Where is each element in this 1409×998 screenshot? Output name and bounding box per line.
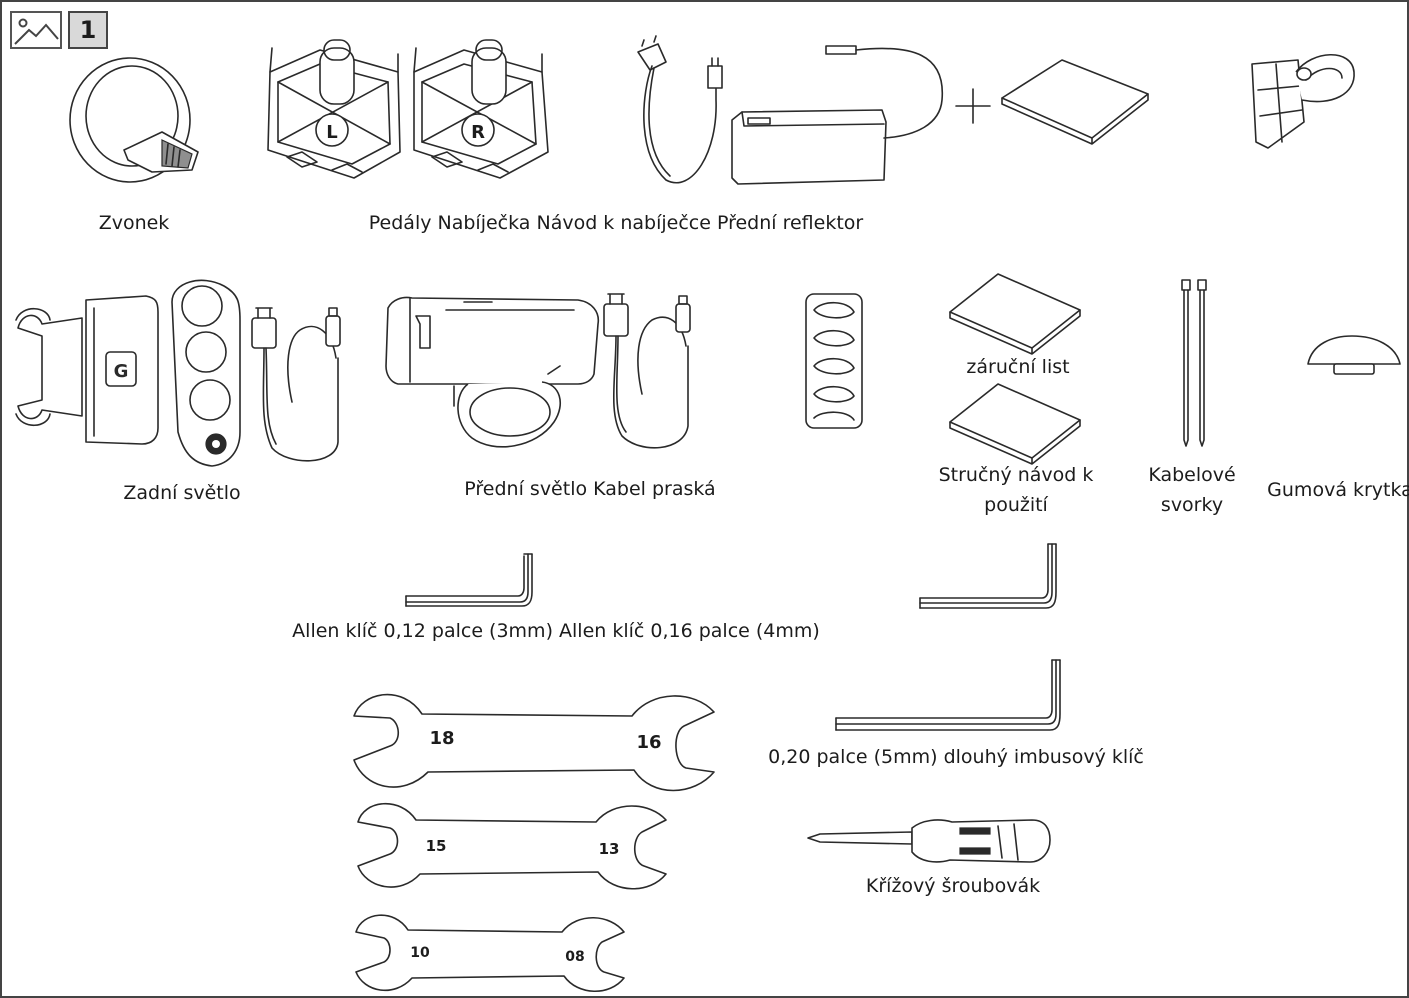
front-light-cable-icon (604, 294, 690, 448)
label-row1-group: Pedály Nabíječka Návod k nabíječce Předn… (368, 212, 864, 234)
image-icon[interactable] (10, 11, 62, 49)
rubber-cap-icon (1308, 336, 1400, 374)
plus-icon (956, 89, 990, 123)
step-number-badge: 1 (68, 11, 108, 49)
front-light-icon (386, 297, 598, 446)
wrench-15-13-icon (358, 804, 666, 889)
screwdriver-icon (808, 820, 1050, 862)
wrench-3-left-size: 10 (410, 945, 430, 961)
wrench-2-left-size: 15 (426, 837, 447, 855)
wrench-10-08-icon (356, 915, 624, 991)
label-rear-light: Zadní světlo (123, 482, 241, 504)
label-warranty-card: záruční list (966, 356, 1070, 378)
label-cable-ties: Kabelové svorky (1148, 464, 1236, 516)
wrench-18-16-icon (354, 695, 714, 791)
label-allen-keys: Allen klíč 0,12 palce (3mm) Allen klíč 0… (292, 620, 820, 642)
warranty-card-icon (950, 274, 1080, 354)
rear-light-cable-icon (252, 308, 340, 461)
rear-light-mount-icon (172, 280, 240, 466)
charger-manual-icon (1002, 60, 1148, 144)
allen-key-4mm-icon (920, 544, 1056, 608)
wrench-1-left-size: 18 (429, 728, 454, 749)
cable-ties-icon (1182, 280, 1206, 446)
wrench-3-right-size: 08 (565, 949, 584, 965)
bell-icon (70, 58, 198, 182)
long-hex-key-5mm-icon (836, 660, 1060, 730)
label-rubber-cap: Gumová krytka (1267, 479, 1409, 501)
cable-clip-icon (806, 294, 862, 428)
label-screwdriver: Křížový šroubovák (865, 875, 1041, 897)
label-long-hex-key: 0,20 palce (5mm) dlouhý imbusový klíč (768, 746, 1144, 768)
pedal-left-mark: L (326, 122, 337, 143)
label-front-light-group: Přední světlo Kabel praská (464, 478, 716, 500)
svg-text:G: G (114, 361, 129, 382)
pedal-left-icon (268, 40, 400, 178)
wrench-1-right-size: 16 (636, 732, 661, 753)
rear-light-icon: G (16, 296, 158, 444)
pedal-right-icon (414, 40, 548, 178)
label-quick-guide: Stručný návod k použití (938, 464, 1094, 516)
allen-key-3mm-icon (406, 554, 532, 606)
wrench-2-right-size: 13 (599, 840, 620, 858)
front-reflector-icon (1252, 55, 1354, 148)
label-bell: Zvonek (98, 212, 170, 234)
pedal-right-mark: R (471, 122, 485, 143)
step-number: 1 (79, 16, 97, 44)
quick-guide-icon (950, 384, 1080, 464)
charger-icon (638, 36, 942, 184)
